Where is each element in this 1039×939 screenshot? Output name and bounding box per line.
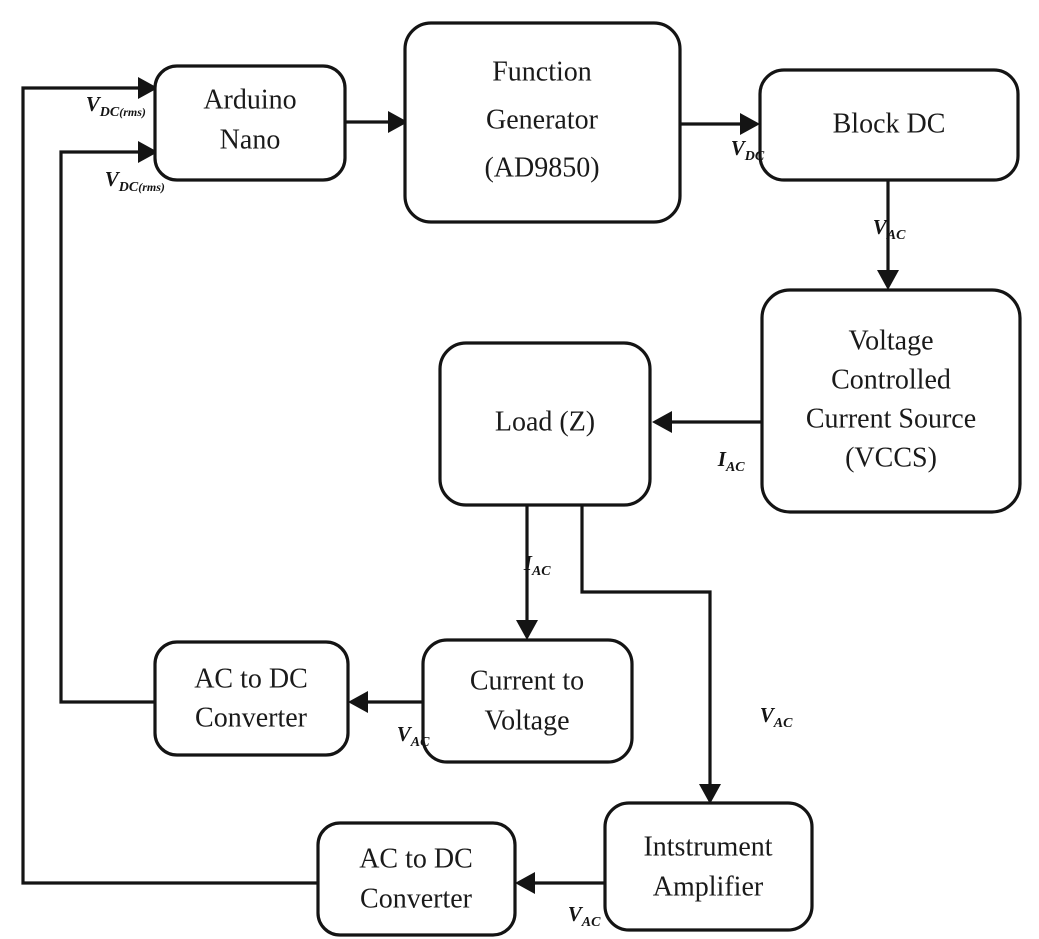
- edge-load-to-instamp: [580, 505, 721, 804]
- edge-vccs-to-load: [652, 411, 762, 433]
- edge-label-vac-load: VAC: [723, 703, 819, 732]
- node-label-line3: Current Source: [806, 403, 976, 434]
- arrowhead-icon: [515, 872, 535, 894]
- node-label-line2: Generator: [486, 104, 599, 135]
- edge-label-vac-i2v: VAC: [360, 722, 456, 751]
- node-block-dc[interactable]: Block DC: [758, 68, 1020, 182]
- edge-load-to-i2v: [516, 505, 538, 640]
- node-label-line2: Controlled: [831, 364, 951, 395]
- edge-ac2dc-bot-to-arduino: [21, 77, 318, 885]
- node-label-line1: Arduino: [203, 84, 296, 115]
- edge-instamp-to-ac2dc-bot: [515, 872, 605, 894]
- node-current-to-voltage[interactable]: Current to Voltage: [421, 638, 634, 764]
- node-box[interactable]: [153, 640, 350, 757]
- node-label-line1: Load (Z): [495, 406, 595, 437]
- node-ac-to-dc-converter-middle[interactable]: AC to DC Converter: [153, 640, 350, 757]
- edge-label-iac-load: IAC: [487, 551, 577, 580]
- edge-label-vac-instamp: VAC: [531, 902, 627, 931]
- edge-path: [21, 86, 318, 885]
- edge-label-vdc-rms-top: VDC(rms): [49, 92, 172, 121]
- node-label-line2: Amplifier: [653, 871, 764, 902]
- arrowhead-icon: [516, 620, 538, 640]
- node-label-line2: Voltage: [484, 705, 569, 736]
- arrowhead-icon: [138, 141, 158, 163]
- node-box[interactable]: [403, 21, 682, 224]
- node-label-line1: Block DC: [833, 108, 946, 139]
- node-box[interactable]: [153, 64, 347, 182]
- node-label-line1: Current to: [470, 665, 584, 696]
- arrowhead-icon: [388, 111, 408, 133]
- node-label-line2: Converter: [360, 883, 473, 914]
- edge-arduino-to-funcgen: [345, 111, 408, 133]
- edge-blockdc-to-vccs: [877, 180, 899, 290]
- node-box[interactable]: [438, 341, 652, 507]
- node-ac-to-dc-converter-bottom[interactable]: AC to DC Converter: [316, 821, 517, 937]
- arrowhead-icon: [699, 784, 721, 804]
- edge-label-iac-vccs: IAC: [681, 447, 771, 476]
- arrowhead-icon: [138, 77, 158, 99]
- arrowhead-icon: [740, 113, 760, 135]
- edge-label-vdc: VDC: [694, 136, 790, 165]
- node-box[interactable]: [760, 288, 1022, 514]
- node-label-line1: Intstrument: [643, 831, 772, 862]
- node-label-line1: Voltage: [848, 325, 933, 356]
- node-instrument-amplifier[interactable]: Intstrument Amplifier: [603, 801, 814, 932]
- node-box[interactable]: [758, 68, 1020, 182]
- arrowhead-icon: [652, 411, 672, 433]
- edge-path: [580, 505, 712, 786]
- edge-label-vac-blockdc: VAC: [836, 215, 932, 244]
- node-box[interactable]: [421, 638, 634, 764]
- node-function-generator[interactable]: Function Generator (AD9850): [403, 21, 682, 224]
- node-label-line2: Nano: [220, 124, 281, 155]
- arrowhead-icon: [348, 691, 368, 713]
- node-label-line1: Function: [492, 56, 592, 87]
- edge-i2v-to-ac2dc-mid: [348, 691, 423, 713]
- edge-label-vdc-rms-bottom: VDC(rms): [68, 167, 191, 196]
- node-label-line3: (AD9850): [484, 152, 599, 183]
- edge-path: [59, 150, 155, 704]
- node-arduino-nano[interactable]: Arduino Nano: [153, 64, 347, 182]
- node-box[interactable]: [603, 801, 814, 932]
- edge-ac2dc-mid-to-arduino: [59, 141, 158, 704]
- node-vccs[interactable]: Voltage Controlled Current Source (VCCS): [760, 288, 1022, 514]
- edge-funcgen-to-blockdc: [680, 113, 760, 135]
- node-label-line2: Converter: [195, 702, 308, 733]
- node-label-line1: AC to DC: [359, 843, 473, 874]
- node-box[interactable]: [316, 821, 517, 937]
- arrowhead-icon: [877, 270, 899, 290]
- node-label-line4: (VCCS): [845, 442, 937, 473]
- node-label-line1: AC to DC: [194, 663, 308, 694]
- node-load-z[interactable]: Load (Z): [438, 341, 652, 507]
